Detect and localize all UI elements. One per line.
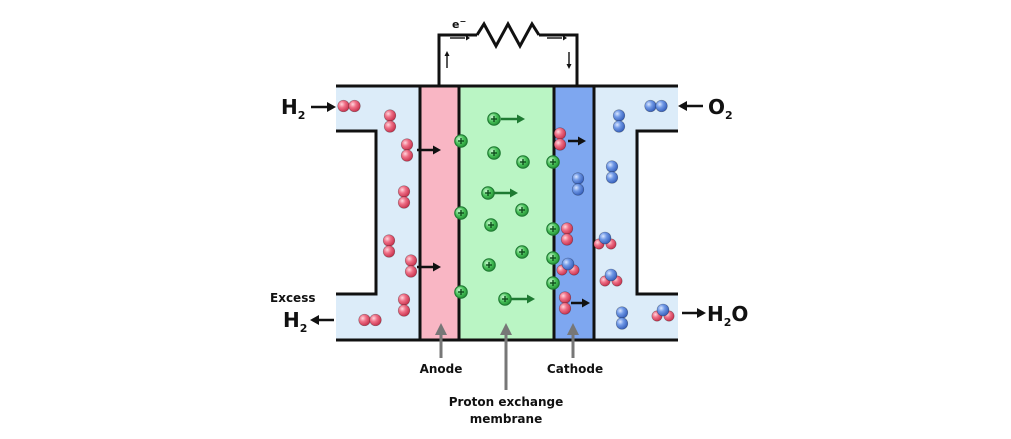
o2-inlet-label: O2	[708, 95, 733, 122]
proton-flow-arrow	[568, 136, 586, 146]
h2o-outlet-arrow	[682, 308, 706, 318]
external-circuit	[437, 20, 579, 86]
plus-circle-icon	[487, 146, 501, 160]
plus-circle-icon	[454, 206, 468, 220]
plus-circle-icon	[546, 276, 560, 290]
proton-flow-arrow	[511, 294, 535, 304]
plus-circle-icon	[515, 245, 529, 259]
plus-circle-icon	[516, 155, 530, 169]
membrane-label-line1: Proton exchange	[449, 395, 564, 409]
plus-circle-icon	[454, 134, 468, 148]
oxygen-molecule	[612, 109, 626, 133]
anode-label: Anode	[420, 362, 463, 376]
hydrogen-molecule	[382, 234, 396, 258]
hydrogen-molecule	[404, 254, 418, 278]
hydrogen-molecule	[560, 222, 574, 246]
hydrogen-molecule	[558, 291, 572, 315]
water-molecule	[651, 303, 675, 322]
hydrogen-molecule	[397, 185, 411, 209]
water-molecule	[556, 257, 580, 276]
proton-flow-arrow	[571, 298, 590, 308]
current-arrows	[444, 35, 572, 69]
plus-circle-icon	[487, 112, 501, 126]
h2o-outlet-label: H2O	[707, 302, 748, 329]
flow-arrow-layer	[417, 114, 590, 308]
h2-inlet-arrow	[311, 102, 336, 112]
plus-circle-icon	[546, 251, 560, 265]
plus-circle-icon	[546, 222, 560, 236]
water-molecule	[599, 268, 623, 287]
h2-inlet-label: H2	[281, 95, 305, 122]
cathode-label: Cathode	[547, 362, 603, 376]
plus-circle-icon	[546, 155, 560, 169]
oxygen-molecule	[644, 99, 668, 113]
hydrogen-molecule	[383, 109, 397, 133]
proton-flow-arrow	[417, 262, 441, 272]
oxygen-molecule	[615, 306, 629, 330]
hydrogen-molecule	[553, 127, 567, 151]
plus-circle-icon	[498, 292, 512, 306]
left-casing-notch	[334, 131, 376, 294]
plus-circle-icon	[454, 285, 468, 299]
right-casing-notch	[639, 131, 681, 294]
plus-circle-icon	[482, 258, 496, 272]
proton-flow-arrow	[417, 145, 441, 155]
h2-outlet-label: H2	[283, 308, 307, 335]
pointer-arrows	[435, 323, 579, 390]
membrane-label-line2: membrane	[470, 412, 542, 426]
oxygen-molecule	[571, 172, 585, 196]
plus-circle-icon	[484, 218, 498, 232]
water-molecule	[593, 231, 617, 250]
hydrogen-molecule	[397, 293, 411, 317]
excess-label: Excess	[270, 291, 315, 305]
zigzag-resistor-icon	[475, 20, 541, 50]
o2-inlet-arrow	[678, 101, 703, 111]
proton-flow-arrow	[501, 114, 525, 124]
plus-circle-icon	[515, 203, 529, 217]
hydrogen-molecule	[337, 99, 361, 113]
proton-flow-arrow	[494, 188, 518, 198]
hydrogen-molecule	[358, 313, 382, 327]
particle-layer	[337, 99, 675, 330]
plus-circle-icon	[481, 186, 495, 200]
electron-label: e−	[452, 17, 466, 31]
hydrogen-molecule	[400, 138, 414, 162]
h2-outlet-arrow	[310, 315, 334, 325]
oxygen-molecule	[605, 160, 619, 184]
anode-layer	[420, 86, 459, 340]
